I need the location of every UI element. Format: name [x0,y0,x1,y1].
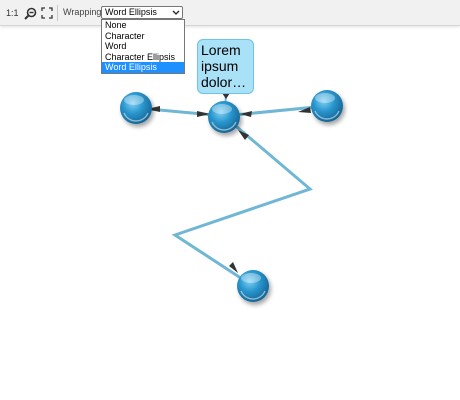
wrapping-select-value: Word Ellipsis [105,7,157,17]
zoom-out-icon [24,7,37,20]
label-line: ipsum [201,58,239,74]
dropdown-option-character-ellipsis[interactable]: Character Ellipsis [105,51,176,62]
arrowhead [147,106,160,112]
toolbar-separator [57,5,58,21]
wrapping-dropdown-list: None Character Word Character Ellipsis W… [101,19,185,74]
arrowhead [197,111,210,117]
fit-screen-button[interactable] [41,5,53,21]
dropdown-option-character[interactable]: Character [105,30,145,41]
zoom-reset-label: 1:1 [6,8,19,18]
dropdown-option-none[interactable]: None [105,20,127,30]
arrowhead [298,107,311,113]
node-bottom[interactable] [237,270,269,302]
dropdown-option-word[interactable]: Word [105,41,127,52]
toolbar: 1:1 Wrapping: Word Ellipsis [0,0,460,26]
arrowheads [147,93,311,273]
dropdown-option-word-ellipsis[interactable]: Word Ellipsis [102,62,184,73]
node-left[interactable] [120,92,152,124]
arrowhead [229,262,238,273]
node-right[interactable] [311,90,343,122]
zoom-out-button[interactable] [24,5,37,21]
wrapping-select[interactable]: Word Ellipsis [101,6,183,19]
zoom-reset-button[interactable]: 1:1 [6,5,19,21]
arrowhead [238,130,249,140]
node-center[interactable] [208,101,240,133]
label-line: dolor… [201,74,247,90]
label-line: Lorem [201,42,241,58]
arrowhead [222,93,230,99]
wrapping-label: Wrapping: [63,7,104,17]
arrowhead [240,111,252,117]
chevron-down-icon [172,10,180,15]
node-label[interactable]: Lorem ipsum dolor… [197,39,254,94]
nodes [120,90,343,302]
fit-screen-icon [41,7,53,19]
edge-bottom[interactable] [171,114,313,288]
